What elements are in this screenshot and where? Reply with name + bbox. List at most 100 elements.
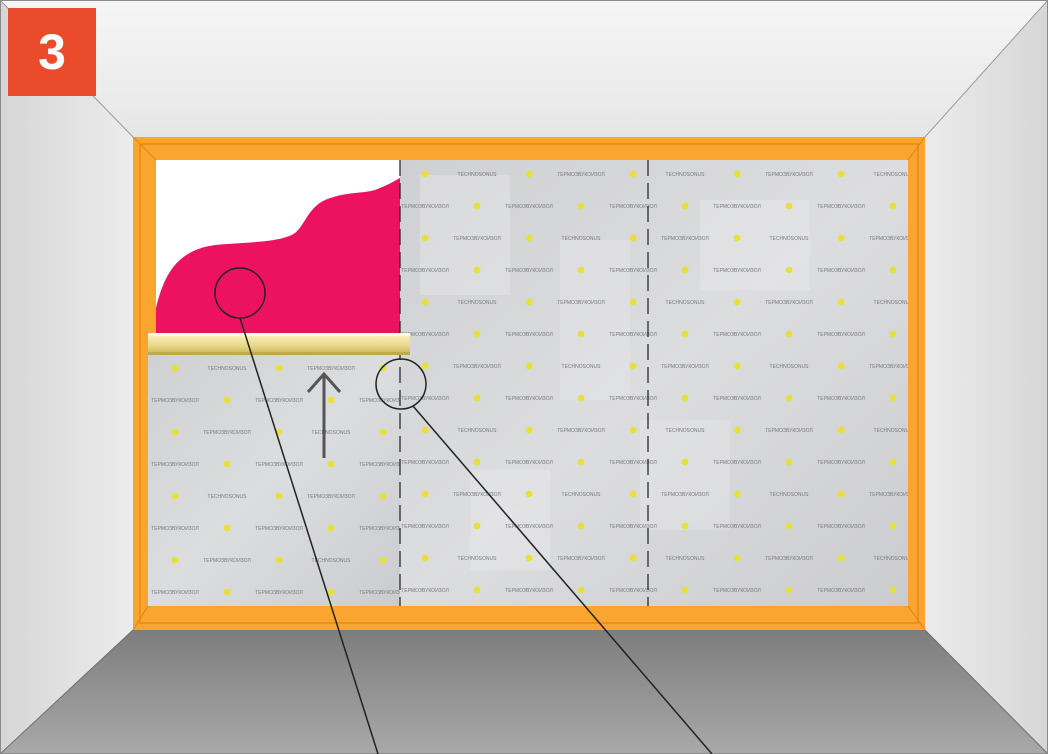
membrane-dot [327, 460, 335, 468]
membrane-logo-text: ТЕРМОЗВУКОИЗОЛ [765, 300, 813, 306]
membrane-dot [733, 426, 741, 434]
membrane-dot [785, 522, 793, 530]
membrane-dot [733, 234, 741, 242]
step-number-badge [8, 8, 96, 96]
membrane-logo-text: TECHNOSONUS [458, 172, 498, 178]
membrane-logo-text: TECHNOSONUS [770, 236, 810, 242]
membrane-dot [275, 556, 283, 564]
membrane-logo-text: ТЕРМОЗВУКОИЗОЛ [713, 204, 761, 210]
membrane-logo-text: TECHNOSONUS [874, 172, 914, 178]
membrane-dot [525, 490, 533, 498]
membrane-logo-text: ТЕРМОЗВУКОИЗОЛ [151, 398, 199, 404]
magnifier-circle-icon [214, 267, 379, 754]
membrane-dot [629, 298, 637, 306]
membrane-dot [733, 362, 741, 370]
membrane-dot [223, 396, 231, 404]
membrane-dot [837, 426, 845, 434]
membrane-logo-text: ТЕРМОЗВУКОИЗОЛ [817, 204, 865, 210]
membrane-logo-text: TECHNOSONUS [666, 300, 706, 306]
membrane-dot [629, 362, 637, 370]
right-wall [925, 0, 1048, 754]
membrane-dot [421, 170, 429, 178]
membrane-logo-text: ТЕРМОЗВУКОИЗОЛ [505, 204, 553, 210]
membrane-dot [379, 492, 387, 500]
foil-protective-strip [148, 333, 410, 355]
membrane-logo-text: ТЕРМОЗВУКОИЗОЛ [151, 462, 199, 468]
membrane-dot [473, 586, 481, 594]
membrane-logo-text: ТЕРМОЗВУКОИЗОЛ [255, 398, 303, 404]
membrane-logo-text: ТЕРМОЗВУКОИЗОЛ [713, 396, 761, 402]
membrane-dot [681, 202, 689, 210]
membrane-dot [223, 524, 231, 532]
membrane-logo-text: ТЕРМОЗВУКОИЗОЛ [557, 556, 605, 562]
membrane-panel-right [400, 160, 908, 606]
membrane-logo-text: ТЕРМОЗВУКОИЗОЛ [505, 460, 553, 466]
membrane-logo-text: TECHNOSONUS [208, 494, 248, 500]
membrane-logo-text: ТЕРМОЗВУКОИЗОЛ [401, 268, 449, 274]
membrane-logo-text: ТЕРМОЗВУКОИЗОЛ [713, 268, 761, 274]
membrane-dot [473, 266, 481, 274]
membrane-panel-left [148, 347, 400, 606]
ceiling [0, 0, 1048, 137]
membrane-logo-text: ТЕРМОЗВУКОИЗОЛ [765, 556, 813, 562]
membrane-logo-text: TECHNOSONUS [458, 556, 498, 562]
membrane-dot [785, 330, 793, 338]
membrane-logo-text: TECHNOSONUS [874, 428, 914, 434]
membrane-logo-text: ТЕРМОЗВУКОИЗОЛ [713, 524, 761, 530]
membrane-logo-text: ТЕРМОЗВУКОИЗОЛ [151, 526, 199, 532]
membrane-logo-text: ТЕРМОЗВУКОИЗОЛ [713, 588, 761, 594]
membrane-dot [275, 492, 283, 500]
membrane-dot [577, 394, 585, 402]
membrane-dot [681, 458, 689, 466]
membrane-logo-text: ТЕРМОЗВУКОИЗОЛ [817, 524, 865, 530]
membrane-logo-text: TECHNOSONUS [562, 492, 602, 498]
membrane-dot [421, 362, 429, 370]
membrane-logo-text: ТЕРМОЗВУКОИЗОЛ [505, 588, 553, 594]
membrane-dot [629, 490, 637, 498]
membrane-logo-text: TECHNOSONUS [770, 492, 810, 498]
membrane-dot [837, 234, 845, 242]
membrane-dot [733, 298, 741, 306]
membrane-logo-text: TECHNOSONUS [666, 172, 706, 178]
membrane-dot [327, 588, 335, 596]
membrane-dot [525, 362, 533, 370]
membrane-logo-text: ТЕРМОЗВУКОИЗОЛ [401, 524, 449, 530]
membrane-logo-text: TECHNOSONUS [666, 556, 706, 562]
membrane-logo-text: TECHNOSONUS [208, 366, 248, 372]
membrane-dot [379, 556, 387, 564]
membrane-logo-text: ТЕРМОЗВУКОИЗОЛ [401, 204, 449, 210]
membrane-logo-text: ТЕРМОЗВУКОИЗОЛ [713, 460, 761, 466]
membrane-dot [577, 458, 585, 466]
membrane-dot [473, 202, 481, 210]
membrane-logo-text: ТЕРМОЗВУКОИЗОЛ [453, 236, 501, 242]
membrane-dot [889, 202, 897, 210]
membrane-dot [525, 426, 533, 434]
membrane-dot [733, 554, 741, 562]
membrane-logo-text: ТЕРМОЗВУКОИЗОЛ [609, 268, 657, 274]
membrane-logo-text: ТЕРМОЗВУКОИЗОЛ [401, 332, 449, 338]
membrane-logo-text: TECHNOSONUS [562, 364, 602, 370]
membrane-dot [629, 554, 637, 562]
membrane-logo-text: ТЕРМОЗВУКОИЗОЛ [765, 172, 813, 178]
membrane-dot [473, 522, 481, 530]
membrane-dot [837, 554, 845, 562]
membrane-logo-text: ТЕРМОЗВУКОИЗОЛ [505, 332, 553, 338]
membrane-logo-text: ТЕРМОЗВУКОИЗОЛ [505, 524, 553, 530]
membrane-logo-text: TECHNOSONUS [312, 558, 352, 564]
membrane-logo-text: TECHNOSONUS [458, 300, 498, 306]
membrane-logo-text: TECHNOSONUS [770, 364, 810, 370]
membrane-dot [681, 586, 689, 594]
membrane-logo-text: TECHNOSONUS [874, 556, 914, 562]
left-wall [0, 0, 133, 754]
membrane-dot [785, 458, 793, 466]
membrane-logo-text: ТЕРМОЗВУКОИЗОЛ [609, 332, 657, 338]
membrane-dot [473, 330, 481, 338]
floor [0, 630, 1048, 754]
membrane-logo-text: ТЕРМОЗВУКОИЗОЛ [453, 492, 501, 498]
membrane-logo-text: ТЕРМОЗВУКОИЗОЛ [401, 396, 449, 402]
membrane-dot [421, 554, 429, 562]
membrane-dot [577, 522, 585, 530]
membrane-dot [421, 426, 429, 434]
